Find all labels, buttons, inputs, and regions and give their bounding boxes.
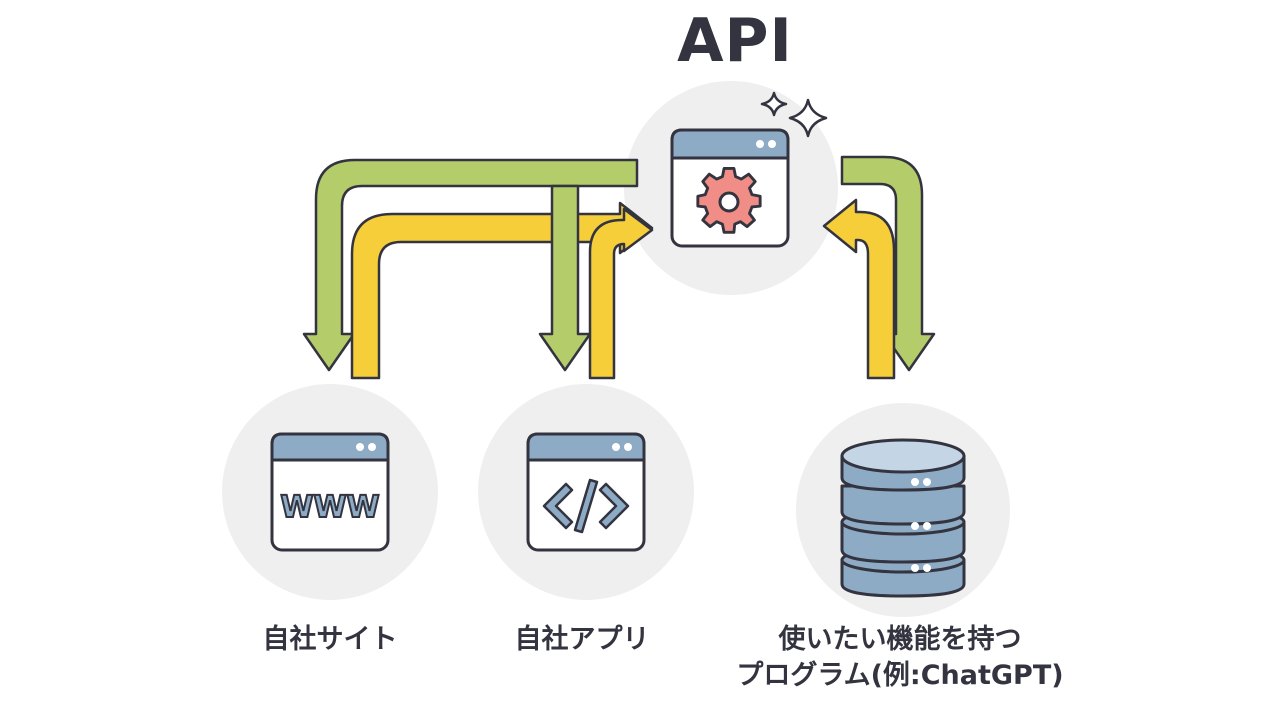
- label-company-site: 自社サイト: [262, 624, 398, 655]
- database-icon: [840, 438, 966, 598]
- yellow-arrow-app-to-api: [588, 207, 654, 380]
- label-program-line2: プログラム(例:ChatGPT): [736, 660, 1064, 691]
- gear-window-icon: [670, 128, 790, 248]
- green-arrow-api-to-app: [538, 184, 592, 372]
- code-window-icon: [526, 432, 646, 552]
- green-arrow-api-to-site: [302, 158, 639, 372]
- api-title: API: [677, 6, 793, 76]
- www-icon-text: WWW: [280, 490, 379, 525]
- label-program-line1: 使いたい機能を持つ: [778, 624, 1022, 655]
- green-arrow-api-to-program: [840, 155, 936, 372]
- gear-icon: [696, 166, 762, 234]
- www-window-icon: WWW: [270, 432, 390, 552]
- label-company-app: 自社アプリ: [514, 624, 650, 655]
- label-program: 使いたい機能を持つ プログラム(例:ChatGPT): [690, 622, 1110, 694]
- yellow-arrow-program-to-api: [822, 198, 896, 380]
- sparkle-icon: [760, 91, 828, 138]
